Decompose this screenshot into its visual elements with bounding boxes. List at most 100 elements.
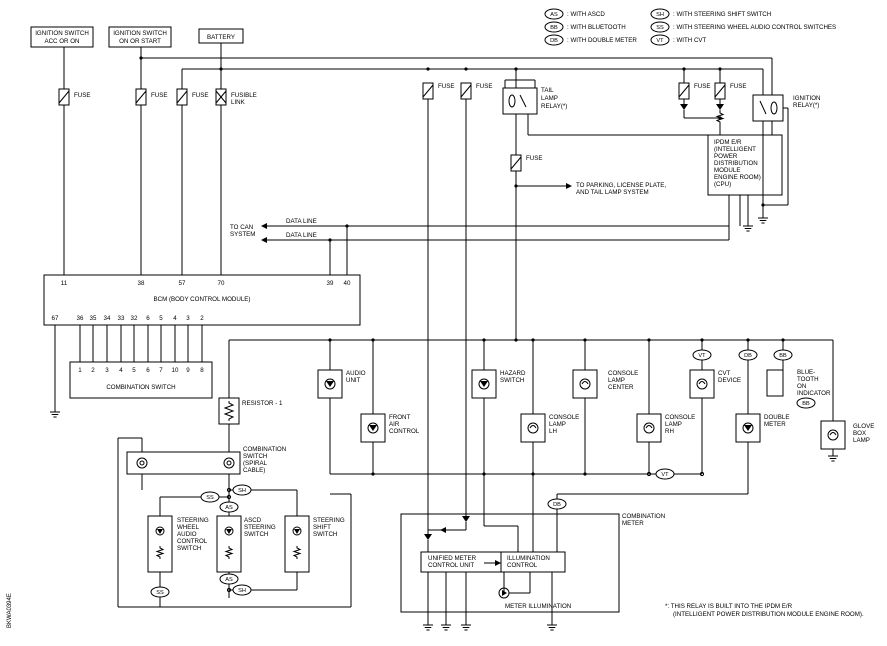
combination-switch: 1 2 3 4 5 6 7 10 9 8 COMBINATION SWITCH [69, 361, 213, 399]
svg-text:3: 3 [105, 367, 109, 374]
svg-text:AUDIO: AUDIO [346, 370, 366, 377]
svg-text:CONSOLE: CONSOLE [608, 370, 638, 377]
console-lamp-center: CONSOLE LAMP CENTER [572, 340, 638, 474]
svg-text:BLUE-: BLUE- [797, 369, 815, 376]
svg-text:*: THIS RELAY IS BUILT INTO TH: *: THIS RELAY IS BUILT INTO THE IPDM E/R [665, 603, 793, 610]
svg-text:34: 34 [104, 315, 111, 322]
svg-text:TOOTH: TOOTH [797, 376, 819, 383]
fuse-8: FUSE [510, 154, 543, 172]
svg-text:: WITH DOUBLE METER: : WITH DOUBLE METER [567, 37, 637, 44]
figure-id: BKWA0394E [7, 593, 13, 628]
svg-text:11: 11 [61, 280, 68, 287]
svg-text:BCM (BODY CONTROL MODULE): BCM (BODY CONTROL MODULE) [154, 296, 251, 303]
svg-text:SWITCH: SWITCH [177, 545, 201, 552]
svg-text:1: 1 [78, 367, 82, 374]
svg-text:STEERING: STEERING [313, 517, 345, 524]
svg-text:FUSE: FUSE [151, 92, 168, 99]
svg-text:AIR: AIR [389, 421, 400, 428]
svg-text:BATTERY: BATTERY [207, 34, 235, 41]
svg-text:IGNITION SWITCH: IGNITION SWITCH [35, 30, 89, 37]
svg-text:36: 36 [77, 315, 84, 322]
legend-as: AS: WITH ASCD [544, 8, 605, 20]
svg-text:ASCD: ASCD [244, 517, 262, 524]
svg-text:LAMP: LAMP [665, 421, 682, 428]
svg-text:IPDM E/R: IPDM E/R [714, 139, 742, 146]
svg-text:DISTRIBUTION: DISTRIBUTION [714, 160, 758, 167]
svg-text:SWITCH: SWITCH [243, 453, 267, 460]
fuse-4: FUSE [422, 82, 455, 100]
svg-text:WHEEL: WHEEL [177, 524, 200, 531]
svg-text:LAMP: LAMP [549, 421, 566, 428]
svg-text:6: 6 [146, 315, 150, 322]
battery: BATTERY [198, 28, 244, 44]
steering-switches: SH SS AS STEERING WHEEL AUDIO CONTROL SW… [147, 484, 345, 607]
svg-text:TAIL: TAIL [541, 87, 554, 94]
resistor-1: RESISTOR - 1 [218, 397, 283, 452]
svg-text:AS: AS [225, 505, 233, 511]
svg-text:INDICATOR: INDICATOR [797, 390, 831, 397]
svg-text:2: 2 [200, 315, 204, 322]
svg-text:SWITCH: SWITCH [313, 531, 337, 538]
ignition-relay: IGNITION RELAY(*) [752, 94, 821, 224]
svg-text:BB: BB [550, 25, 558, 31]
svg-text:LAMP: LAMP [853, 437, 870, 444]
svg-text:57: 57 [179, 280, 186, 287]
svg-text:CONSOLE: CONSOLE [549, 414, 579, 421]
svg-text:AS: AS [550, 12, 558, 18]
fuse-6: FUSE [678, 82, 711, 100]
legend-db: DB : WITH DOUBLE METER [544, 34, 637, 46]
svg-text:FUSE: FUSE [476, 83, 493, 90]
svg-text:: WITH CVT: : WITH CVT [673, 37, 707, 44]
svg-text:CVT: CVT [718, 370, 731, 377]
svg-text:9: 9 [186, 367, 190, 374]
svg-text:COMBINATION: COMBINATION [622, 513, 665, 520]
svg-text:HAZARD: HAZARD [500, 370, 526, 377]
svg-text:COMBINATION SWITCH: COMBINATION SWITCH [106, 384, 175, 391]
svg-text:CONTROL UNIT: CONTROL UNIT [428, 562, 474, 569]
svg-text:BOX: BOX [853, 430, 866, 437]
svg-text:ENGINE ROOM): ENGINE ROOM) [714, 174, 761, 181]
svg-text:FUSE: FUSE [74, 92, 91, 99]
svg-text:LINK: LINK [231, 99, 246, 106]
svg-text:VT: VT [698, 353, 706, 359]
svg-text:RH: RH [665, 428, 674, 435]
svg-text:10: 10 [172, 367, 179, 374]
svg-text:BB: BB [802, 401, 810, 407]
svg-text:IGNITION SWITCH: IGNITION SWITCH [113, 30, 167, 37]
svg-text:UNIT: UNIT [346, 377, 361, 384]
svg-text:TO CAN: TO CAN [230, 224, 253, 231]
svg-text:TO PARKING, LICENSE PLATE,: TO PARKING, LICENSE PLATE, [576, 182, 666, 189]
svg-text:SH: SH [238, 588, 246, 594]
cvt-device: VT CVT DEVICE [689, 340, 741, 474]
svg-text:RELAY(*): RELAY(*) [541, 103, 567, 110]
svg-text:LAMP: LAMP [541, 95, 558, 102]
fuse-2: FUSE [135, 88, 168, 106]
legend: AS: WITH ASCD BB: WITH BLUETOOTH DB: WIT… [544, 8, 836, 46]
ignition-switch-start: IGNITION SWITCH ON OR START [108, 26, 172, 48]
svg-text:AS: AS [225, 577, 233, 583]
svg-text:6: 6 [146, 367, 150, 374]
svg-text:STEERING: STEERING [177, 517, 209, 524]
combination-meter: COMBINATION METER DB UNIFIED METER CONTR… [400, 99, 665, 631]
legend-ss: SS: WITH STEERING WHEEL AUDIO CONTROL SW… [650, 21, 836, 33]
ignition-switch-acc: IGNITION SWITCH ACC OR ON [30, 26, 94, 48]
svg-text:DATA LINE: DATA LINE [286, 218, 317, 225]
hazard-switch: HAZARD SWITCH [471, 340, 526, 474]
svg-text:40: 40 [344, 280, 351, 287]
svg-text:CABLE): CABLE) [243, 467, 265, 474]
svg-text:MODULE: MODULE [714, 167, 740, 174]
svg-text:SH: SH [656, 12, 664, 18]
svg-text:FRONT: FRONT [389, 414, 411, 421]
svg-text:AUDIO: AUDIO [177, 531, 197, 538]
svg-text:VT: VT [656, 38, 664, 44]
svg-text:METER: METER [622, 520, 644, 527]
svg-text:FUSE: FUSE [438, 83, 455, 90]
fuse-1: FUSE [58, 88, 91, 106]
legend-sh: SH: WITH STEERING SHIFT SWITCH [650, 8, 771, 20]
svg-text:35: 35 [90, 315, 97, 322]
svg-text:(SPIRAL: (SPIRAL [243, 460, 268, 467]
front-air-control: FRONT AIR CONTROL [360, 340, 420, 474]
double-meter: DB DOUBLE METER [557, 340, 789, 495]
svg-text:DB: DB [550, 38, 558, 44]
